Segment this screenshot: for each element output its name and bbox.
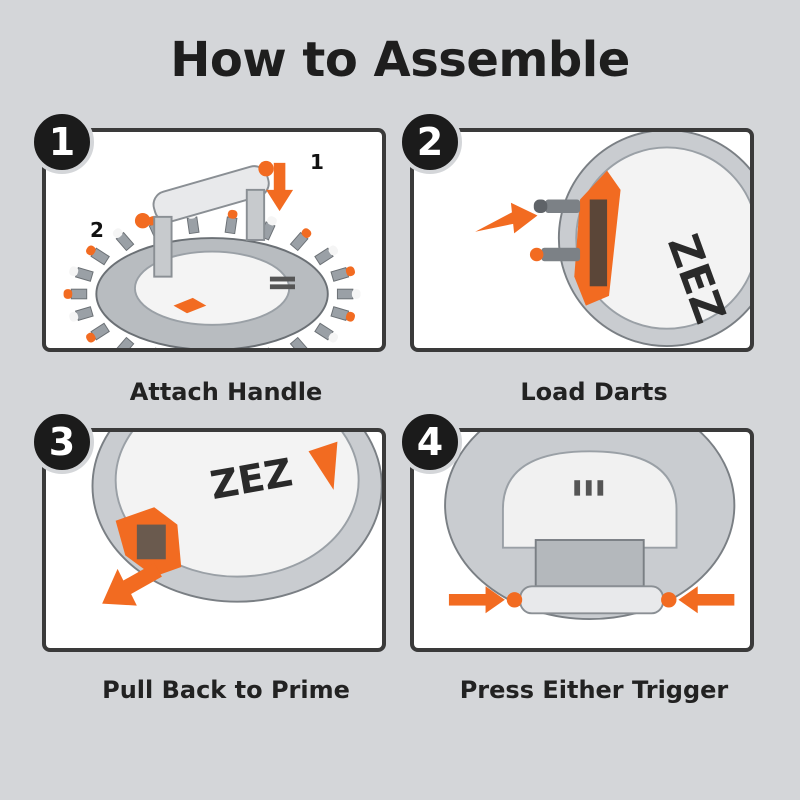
dart (330, 266, 356, 282)
dart (69, 266, 94, 282)
dart-drum (63, 209, 361, 348)
step-4-panel (410, 428, 754, 652)
dart (336, 288, 361, 300)
step-1-badge: 1 (30, 110, 94, 174)
page-title: How to Assemble (170, 32, 630, 88)
dart (289, 228, 312, 252)
dart (314, 245, 339, 266)
dart (63, 288, 88, 300)
step-4-badge: 4 (398, 410, 462, 474)
arrow-left-icon (678, 586, 735, 614)
dart (314, 322, 339, 343)
step-3-panel: ZEZ (42, 428, 386, 652)
step-1-marker-2: 2 (90, 218, 104, 242)
arrow-down-icon (266, 162, 294, 212)
handle (506, 585, 677, 615)
dart (115, 336, 135, 348)
step-4-illustration (444, 432, 736, 621)
dart (69, 306, 94, 322)
step-3-illustration: ZEZ (91, 432, 382, 606)
dart-drum (444, 432, 736, 621)
step-1-illustration (63, 160, 361, 348)
handle (134, 160, 274, 278)
step-1-caption: Attach Handle (129, 378, 323, 406)
step-1-marker-1: 1 (310, 150, 324, 174)
step-3-caption: Pull Back to Prime (102, 676, 350, 704)
dart (86, 245, 110, 266)
dart (224, 209, 238, 235)
dart-cylinder (529, 199, 581, 262)
dart (330, 306, 356, 322)
arrow-down-left-icon (102, 563, 162, 606)
dart (86, 322, 110, 343)
dart (112, 228, 135, 252)
arrow-right-icon (475, 202, 538, 234)
arrow-right-icon (448, 586, 505, 614)
step-2-caption: Load Darts (520, 378, 668, 406)
dart-drum: ZEZ (557, 132, 750, 348)
dart-drum: ZEZ (91, 432, 382, 603)
dart (289, 336, 309, 348)
step-2-panel: ZEZ (410, 128, 754, 352)
step-2-illustration: ZEZ (475, 132, 750, 348)
step-1-panel: 1 2 (42, 128, 386, 352)
step-2-badge: 2 (398, 110, 462, 174)
step-4-caption: Press Either Trigger (459, 676, 729, 704)
step-3-badge: 3 (30, 410, 94, 474)
